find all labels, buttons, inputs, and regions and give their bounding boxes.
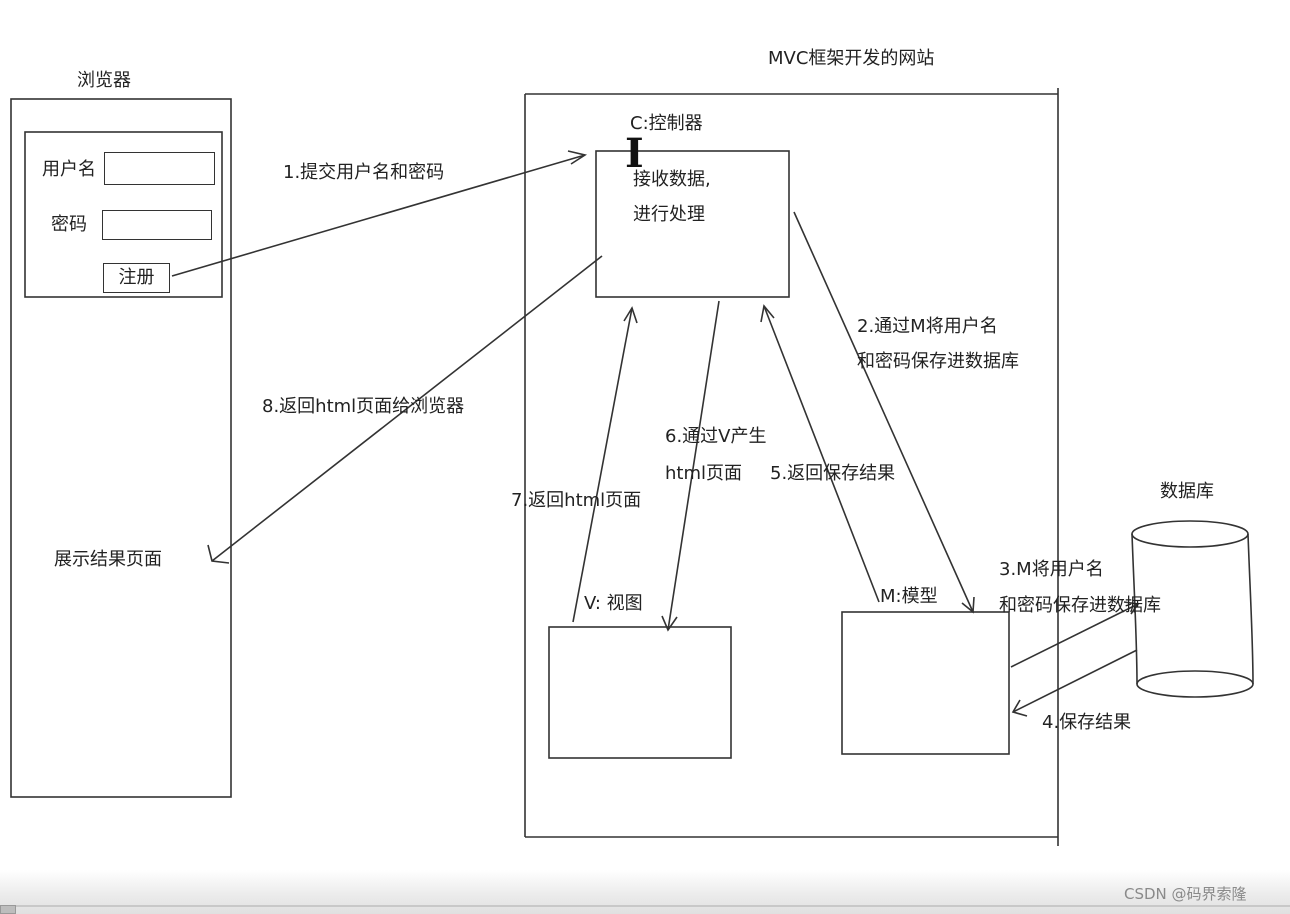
arrow-5-head [760,304,775,323]
watermark: CSDN @码界索隆 [1124,885,1247,903]
arrow-2-head [961,596,975,614]
arrow-8-head [207,544,230,564]
browser-title: 浏览器 [77,70,131,91]
username-label: 用户名 [42,159,96,180]
step-3-label-line1: 3.M将用户名 [999,559,1104,580]
password-label: 密码 [51,214,87,235]
step-8-label: 8.返回html页面给浏览器 [262,396,465,417]
arrow-4-line [1012,649,1138,713]
step-7-label: 7.返回html页面 [511,490,642,511]
step-6-label-line1: 6.通过V产生 [665,426,767,447]
arrow-8-line [211,255,603,562]
arrow-1-line [171,154,586,277]
step-1-label: 1.提交用户名和密码 [283,162,445,183]
database-title: 数据库 [1160,481,1214,502]
login-form-frame [24,131,223,298]
model-title: M:模型 [880,586,938,607]
arrow-3-head [1123,601,1140,615]
step-3-label-line2: 和密码保存进数据库 [999,595,1161,616]
arrow-6-line [667,300,720,631]
database-cylinder [1131,520,1254,698]
step-5-label: 5.返回保存结果 [770,463,896,484]
bottom-toolbar [0,870,1290,914]
browser-frame [10,98,232,798]
arrow-5-line [763,305,880,603]
result-page-label: 展示结果页面 [54,549,162,570]
text-cursor-icon: I [625,130,644,177]
diagram-title: MVC框架开发的网站 [768,48,935,69]
step-2-label-line2: 和密码保存进数据库 [857,351,1019,372]
view-title: V: 视图 [584,593,643,614]
arrow-4-head [1011,699,1028,717]
controller-line2: 进行处理 [633,204,705,225]
register-button[interactable]: 注册 [103,263,170,293]
model-box [841,611,1010,755]
arrow-3-line [1010,603,1139,668]
step-4-label: 4.保存结果 [1042,712,1132,733]
arrow-6-head [661,615,678,632]
step-2-label-line1: 2.通过M将用户名 [857,316,998,337]
arrow-1-head [567,150,588,165]
arrow-7-head [623,306,638,324]
arrow-7-line [572,307,633,623]
controller-box [595,150,790,298]
view-box [548,626,732,759]
arrow-2-line [793,211,974,613]
step-6-label-line2: html页面 [665,463,743,484]
controller-line1: 接收数据, [633,169,711,190]
bottom-divider [0,905,1290,907]
controller-title: C:控制器 [630,113,703,134]
password-input[interactable] [102,210,212,240]
scroll-handle[interactable] [0,905,16,914]
username-input[interactable] [104,152,215,185]
